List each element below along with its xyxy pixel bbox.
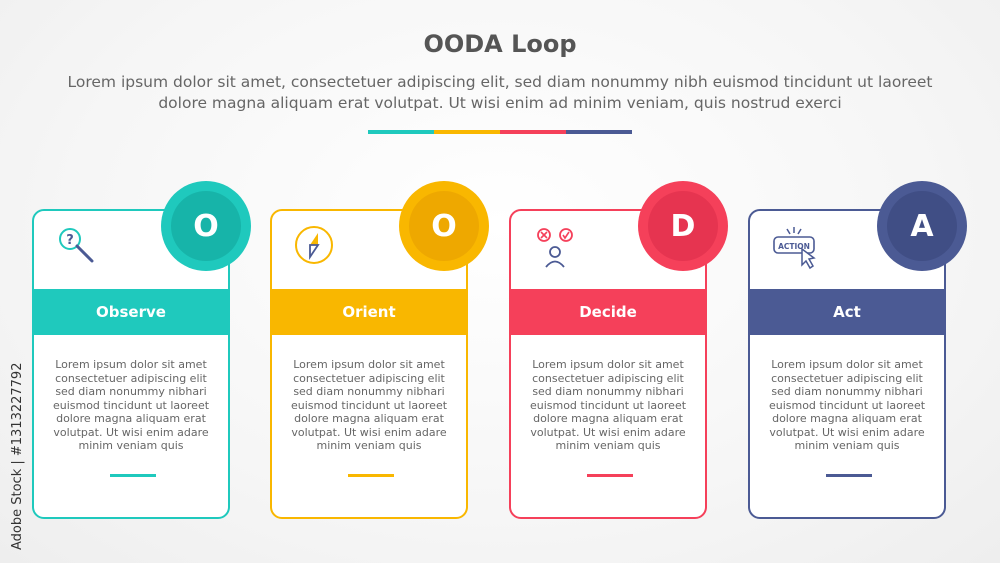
card-label-band: Observe xyxy=(32,289,230,335)
badge-letter: D xyxy=(670,208,696,244)
divider-segment-teal xyxy=(368,130,434,134)
card-description: Lorem ipsum dolor sit amet consectetuer … xyxy=(290,358,448,452)
card-label-band: Act xyxy=(748,289,946,335)
card-dash xyxy=(348,474,394,477)
card-dash xyxy=(826,474,872,477)
card-label-band: Decide xyxy=(509,289,707,335)
card-label: Act xyxy=(833,303,861,321)
card-description: Lorem ipsum dolor sit amet consectetuer … xyxy=(52,358,210,452)
card-label: Observe xyxy=(96,303,166,321)
letter-badge-inner: A xyxy=(887,191,957,261)
page-subtitle: Lorem ipsum dolor sit amet, consectetuer… xyxy=(67,73,933,112)
svg-text:?: ? xyxy=(66,233,74,248)
stock-credit: Adobe Stock | #1313227792 xyxy=(10,362,25,550)
letter-badge-inner: O xyxy=(171,191,241,261)
card-dash xyxy=(587,474,633,477)
letter-badge-orient: O xyxy=(399,181,489,271)
badge-letter: A xyxy=(910,208,934,244)
magnifier-question-icon: ? xyxy=(56,225,106,271)
card-orient: Orient Lorem ipsum dolor sit amet consec… xyxy=(270,209,468,519)
divider-segment-red xyxy=(500,130,566,134)
decision-person-icon xyxy=(533,225,583,271)
letter-badge-observe: O xyxy=(161,181,251,271)
divider-segment-orange xyxy=(434,130,500,134)
letter-badge-inner: D xyxy=(648,191,718,261)
badge-letter: O xyxy=(431,208,457,244)
card-label: Orient xyxy=(342,303,396,321)
action-button-cursor-icon: ACTION xyxy=(772,225,832,271)
card-label: Decide xyxy=(579,303,637,321)
letter-badge-decide: D xyxy=(638,181,728,271)
page-title: OODA Loop xyxy=(423,30,577,58)
card-description: Lorem ipsum dolor sit amet consectetuer … xyxy=(529,358,687,452)
card-label-band: Orient xyxy=(270,289,468,335)
card-dash xyxy=(110,474,156,477)
compass-icon xyxy=(294,225,344,271)
letter-badge-act: A xyxy=(877,181,967,271)
badge-letter: O xyxy=(193,208,219,244)
letter-badge-inner: O xyxy=(409,191,479,261)
divider-segment-navy xyxy=(566,130,632,134)
action-icon-text: ACTION xyxy=(778,242,810,251)
color-divider xyxy=(368,130,632,134)
card-description: Lorem ipsum dolor sit amet consectetuer … xyxy=(768,358,926,452)
